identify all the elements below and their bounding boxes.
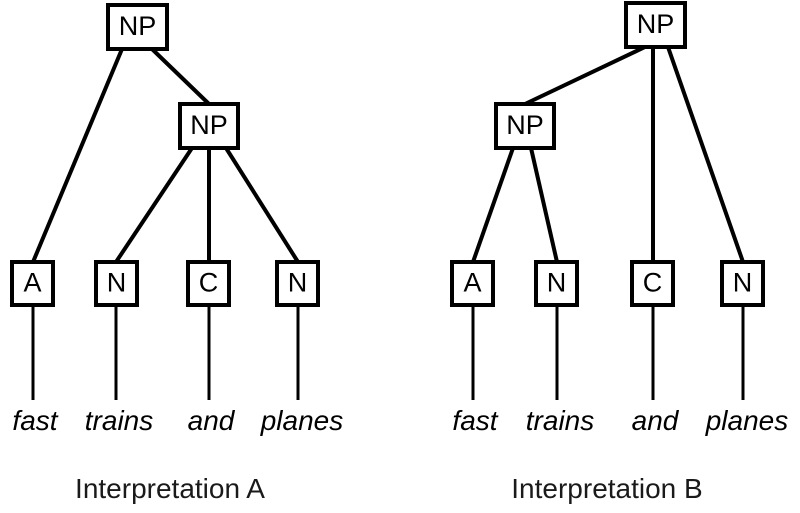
node-box-a-leaf-n1 [94, 260, 139, 307]
node-label-a-leaf-n2: N [288, 268, 308, 298]
node-box-b-leaf-n1 [534, 260, 579, 307]
branch-a-root-to-leaf-a [31, 48, 124, 263]
node-label-a-np-root: NP [119, 11, 157, 41]
node-a-np-root[interactable]: NP [106, 3, 169, 51]
word-b-fast: fast [452, 405, 498, 436]
word-a-trains: trains [85, 405, 153, 436]
node-a-leaf-n1[interactable]: N [94, 260, 139, 307]
branch-b-root-to-inner-np [524, 45, 646, 106]
word-b-trains: trains [526, 405, 594, 436]
node-box-b-np-root [624, 1, 687, 49]
word-a-fast: fast [12, 405, 58, 436]
branch-a-root-to-inner-np [150, 47, 211, 106]
tree-interpretation-b: NP NP A N C N fast trains and planes Int [450, 1, 788, 504]
node-a-leaf-a[interactable]: A [10, 260, 55, 307]
node-b-leaf-n1[interactable]: N [534, 260, 579, 307]
node-box-b-leaf-c [630, 260, 675, 307]
branch-a-inner-to-leaf-n1 [114, 146, 194, 264]
node-a-np-inner[interactable]: NP [178, 102, 240, 150]
node-label-b-leaf-c: C [643, 268, 663, 298]
branch-group-b [471, 45, 745, 263]
node-a-leaf-n2[interactable]: N [275, 260, 320, 307]
node-box-a-leaf-c [186, 260, 231, 307]
node-b-np-inner[interactable]: NP [494, 102, 556, 150]
caption-interpretation-a: Interpretation A [75, 473, 265, 504]
node-label-b-leaf-n1: N [547, 268, 567, 298]
node-b-leaf-a[interactable]: A [450, 260, 495, 307]
word-a-and: and [188, 405, 236, 436]
branch-b-inner-to-leaf-a [471, 147, 515, 263]
node-label-a-leaf-a: A [23, 268, 41, 298]
caption-interpretation-b: Interpretation B [511, 473, 702, 504]
node-box-a-np-inner [178, 102, 240, 150]
node-b-leaf-n2[interactable]: N [720, 260, 765, 307]
word-b-planes: planes [705, 405, 789, 436]
tree-interpretation-a: NP NP A N C N fast trains and planes Int [10, 3, 343, 504]
node-label-b-leaf-a: A [463, 268, 481, 298]
node-a-leaf-c[interactable]: C [186, 260, 231, 307]
word-group-a: fast trains and planes [12, 405, 343, 436]
node-box-b-leaf-a [450, 260, 495, 307]
stem-group-a [31, 305, 300, 400]
node-label-a-np-inner: NP [190, 110, 228, 140]
node-label-a-leaf-c: C [199, 268, 219, 298]
node-box-a-leaf-n2 [275, 260, 320, 307]
branch-b-inner-to-leaf-n1 [529, 147, 559, 263]
node-box-b-np-inner [494, 102, 556, 150]
node-box-a-np-root [106, 3, 169, 51]
word-group-b: fast trains and planes [452, 405, 788, 436]
word-b-and: and [632, 405, 680, 436]
branch-a-inner-to-leaf-n2 [224, 146, 300, 264]
branch-group-a [31, 47, 300, 264]
node-label-b-np-inner: NP [506, 110, 544, 140]
node-label-b-np-root: NP [637, 9, 675, 39]
node-b-np-root[interactable]: NP [624, 1, 687, 49]
stem-group-b [471, 305, 745, 400]
node-b-leaf-c[interactable]: C [630, 260, 675, 307]
branch-b-root-to-leaf-n2 [666, 46, 745, 263]
word-a-planes: planes [260, 405, 344, 436]
node-label-a-leaf-n1: N [107, 268, 127, 298]
node-box-a-leaf-a [10, 260, 55, 307]
node-label-b-leaf-n2: N [733, 268, 753, 298]
node-box-b-leaf-n2 [720, 260, 765, 307]
